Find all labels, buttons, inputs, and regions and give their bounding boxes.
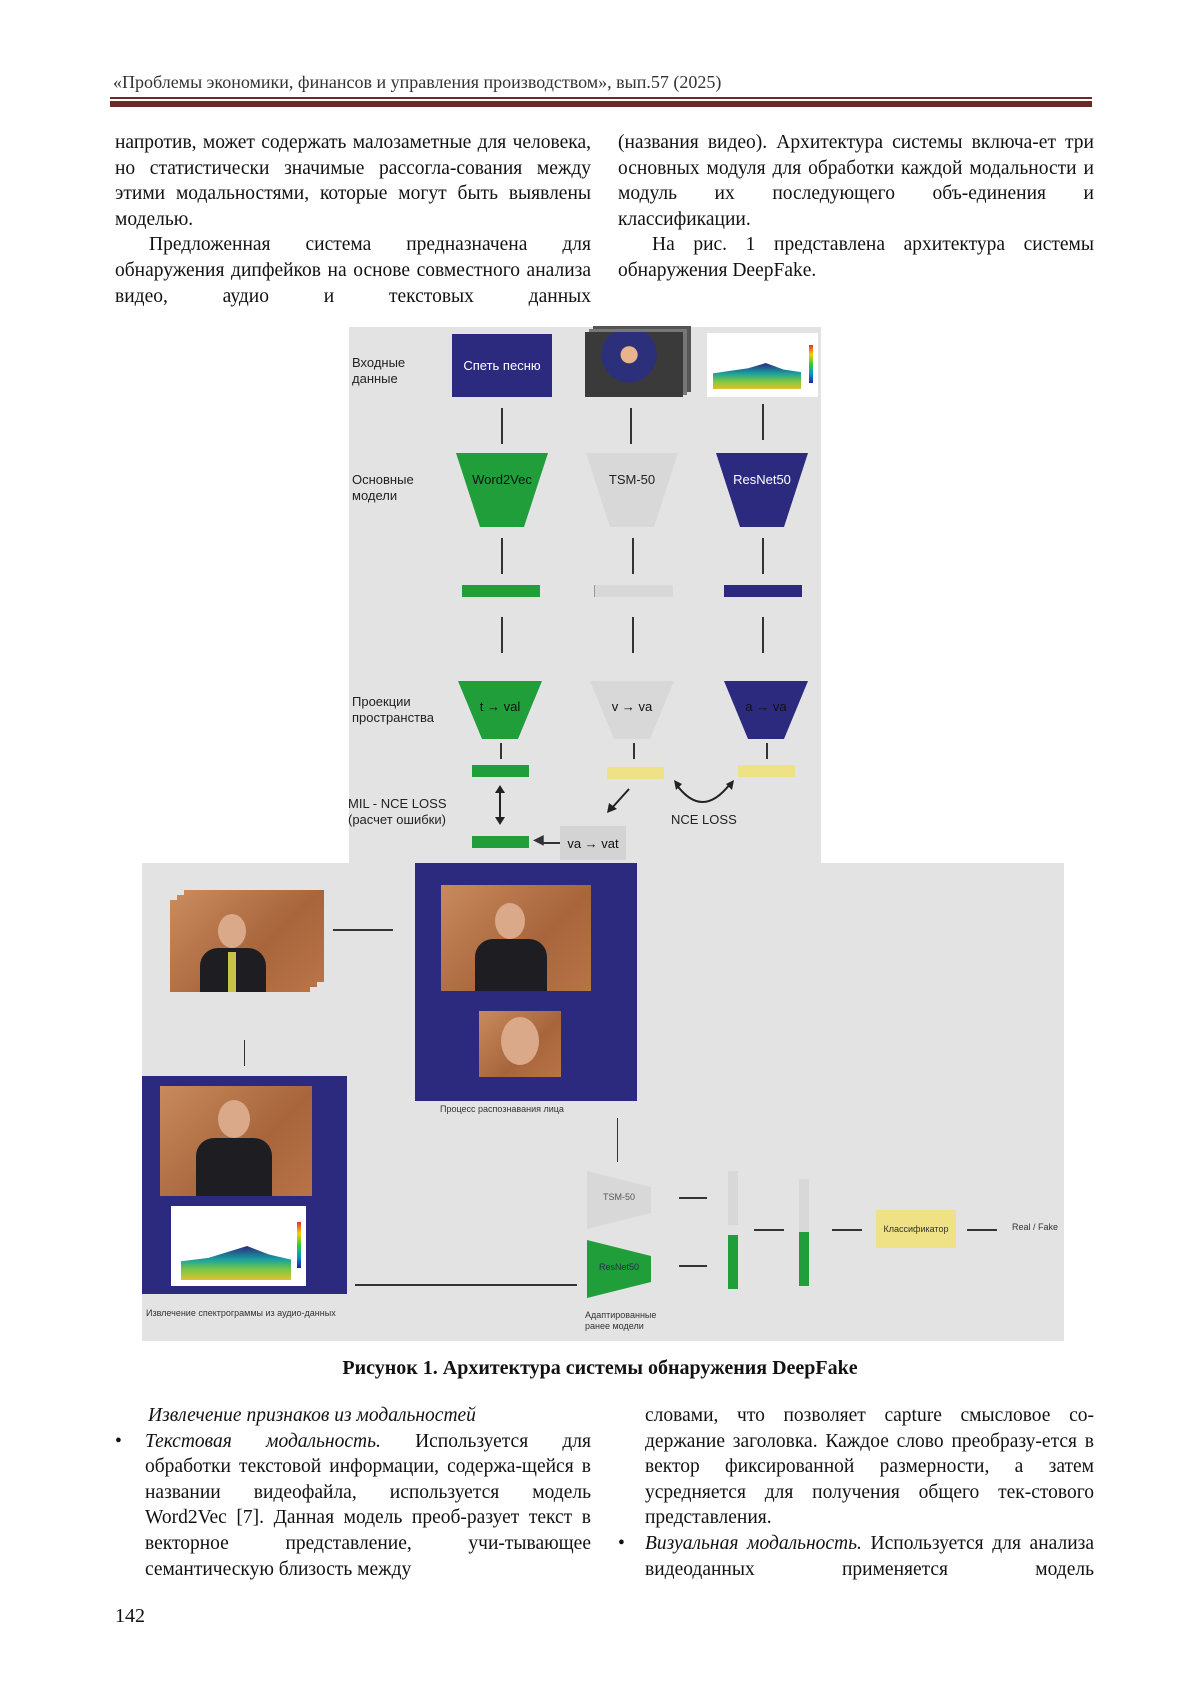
audio-feature-column [728, 1235, 738, 1289]
fused-vector [472, 836, 529, 848]
arrow-to-fused-vector [540, 842, 560, 844]
spectrogram-caption: Извлечение спектрограммы из аудио-данных [146, 1308, 336, 1318]
spectrogram-image [171, 1206, 306, 1286]
page-number: 142 [115, 1605, 145, 1627]
bullet-icon: • [115, 1430, 122, 1452]
model-word2vec-label: Word2Vec [472, 472, 532, 487]
connector-line [762, 538, 764, 574]
model-resnet50-label: ResNet50 [733, 472, 791, 487]
video-projected-vector [607, 767, 664, 779]
label-base-models: Основные модели [352, 472, 414, 503]
label-mil-nce-loss: MIL - NCE LOSS (расчет ошибки) [348, 796, 447, 827]
bullet-body: Используется для обработки текстовой инф… [145, 1430, 591, 1580]
connector-line [501, 617, 503, 653]
bullet-visual-modality: • Визуальная модальность. Используется д… [618, 1531, 1094, 1582]
video-embedding-bar [594, 585, 673, 597]
projection-video-label: v → va [611, 699, 653, 714]
audio-embedding-bar [724, 585, 802, 597]
input-spectrogram [707, 333, 818, 397]
connector-line [766, 743, 768, 759]
text-embedding-bar [462, 585, 540, 597]
input-text-box: Спеть песню [452, 334, 552, 397]
adapted-models-caption: Адаптированные ранее модели [585, 1310, 657, 1331]
connector-line [501, 408, 503, 444]
bottom-right-column: словами, что позволяет capture смысловое… [618, 1403, 1094, 1582]
model-resnet50-trapezoid [716, 453, 808, 527]
connector-line [633, 743, 635, 759]
concat-vector-bottom [799, 1232, 809, 1286]
top-right-column: (названия видео). Архитектура системы вк… [618, 130, 1094, 284]
journal-header: «Проблемы экономики, финансов и управлен… [113, 72, 722, 92]
adapted-tsm50-label: TSM-50 [602, 1192, 635, 1202]
header-rule-thick [110, 101, 1092, 107]
classifier-box: Классификатор [876, 1210, 956, 1248]
projection-audio-trapezoid [724, 681, 808, 739]
bullet-body: Используется для анализа видеоданных при… [645, 1532, 1094, 1580]
model-word2vec-trapezoid [456, 453, 548, 527]
audio-projected-vector [738, 765, 795, 777]
arrow-to-resnet50 [355, 1284, 577, 1286]
model-tsm50-trapezoid [586, 453, 678, 527]
paragraph: напротив, может содержать малозаметные д… [115, 132, 591, 230]
figure-caption: Рисунок 1. Архитектура системы обнаружен… [342, 1357, 858, 1379]
projection-text-label: t → val [479, 699, 521, 714]
arrow-to-classifier [832, 1229, 862, 1231]
mil-nce-double-arrow [495, 785, 505, 825]
connector-line [501, 538, 503, 574]
video-feature-column [728, 1171, 738, 1225]
connector-line [762, 404, 764, 440]
adapted-resnet50-trapezoid [587, 1240, 651, 1298]
connector-line [500, 743, 502, 759]
paragraph: На рис. 1 представлена архитектура систе… [618, 234, 1094, 281]
top-left-column: напротив, может содержать малозаметные д… [115, 130, 591, 309]
arrow-resnet-to-features [679, 1265, 707, 1267]
source-video-frames [170, 890, 328, 998]
connector-line [630, 408, 632, 444]
adapted-resnet50-label: ResNet50 [598, 1262, 640, 1272]
label-input-data: Входные данные [352, 355, 406, 386]
cropped-face-image [479, 1011, 561, 1077]
bullet-icon: • [618, 1532, 625, 1554]
text-projected-vector [472, 765, 529, 777]
arrow-to-output [967, 1229, 997, 1231]
section-subheading: Извлечение признаков из модальностей [148, 1405, 476, 1426]
paragraph: (названия видео). Архитектура системы вк… [618, 132, 1094, 230]
connector-line [632, 538, 634, 574]
arrow-tsm-to-features [679, 1197, 707, 1199]
arrow-to-concat [754, 1229, 784, 1231]
connector-line [762, 617, 764, 653]
arrow-to-face-detection [333, 929, 393, 931]
nce-loss-curved-arrow [674, 780, 734, 803]
face-frames-image [441, 885, 591, 991]
header-rule-thin [110, 97, 1092, 99]
connector-line [632, 617, 634, 653]
paragraph: Предложенная система предназначена для о… [115, 234, 591, 307]
projection-video-trapezoid [590, 681, 674, 739]
projection-audio-label: a → va [745, 699, 787, 714]
adapted-tsm50-trapezoid [587, 1171, 651, 1229]
concat-vector-top [799, 1179, 809, 1232]
spectrogram-panel [142, 1076, 347, 1294]
label-projections: Проекции пространства [352, 694, 435, 725]
arrow-to-spectrogram-extraction [244, 1040, 245, 1066]
spectrogram-frames-image [160, 1086, 312, 1196]
face-recognition-caption: Процесс распознавания лица [440, 1104, 564, 1114]
projection-text-trapezoid [458, 681, 542, 739]
bullet-text-modality: • Текстовая модальность. Используется дл… [115, 1429, 591, 1583]
label-nce-loss: NCE LOSS [671, 812, 737, 827]
output-label: Real / Fake [1012, 1222, 1059, 1232]
input-video-frames [585, 326, 691, 397]
bullet-continuation: словами, что позволяет capture смысловое… [645, 1405, 1094, 1529]
fusion-box: va → vat [560, 826, 626, 860]
arrow-to-fusion [607, 788, 630, 813]
arrow-head-left-icon: ◀ [533, 833, 544, 848]
arrow-to-tsm50 [617, 1118, 618, 1162]
bottom-left-column: Извлечение признаков из модальностей • Т… [115, 1403, 591, 1582]
model-tsm50-label: TSM-50 [608, 472, 656, 487]
bullet-title: Текстовая модальность. [145, 1430, 381, 1452]
bullet-title: Визуальная модальность. [645, 1532, 862, 1554]
face-recognition-panel [415, 863, 637, 1101]
